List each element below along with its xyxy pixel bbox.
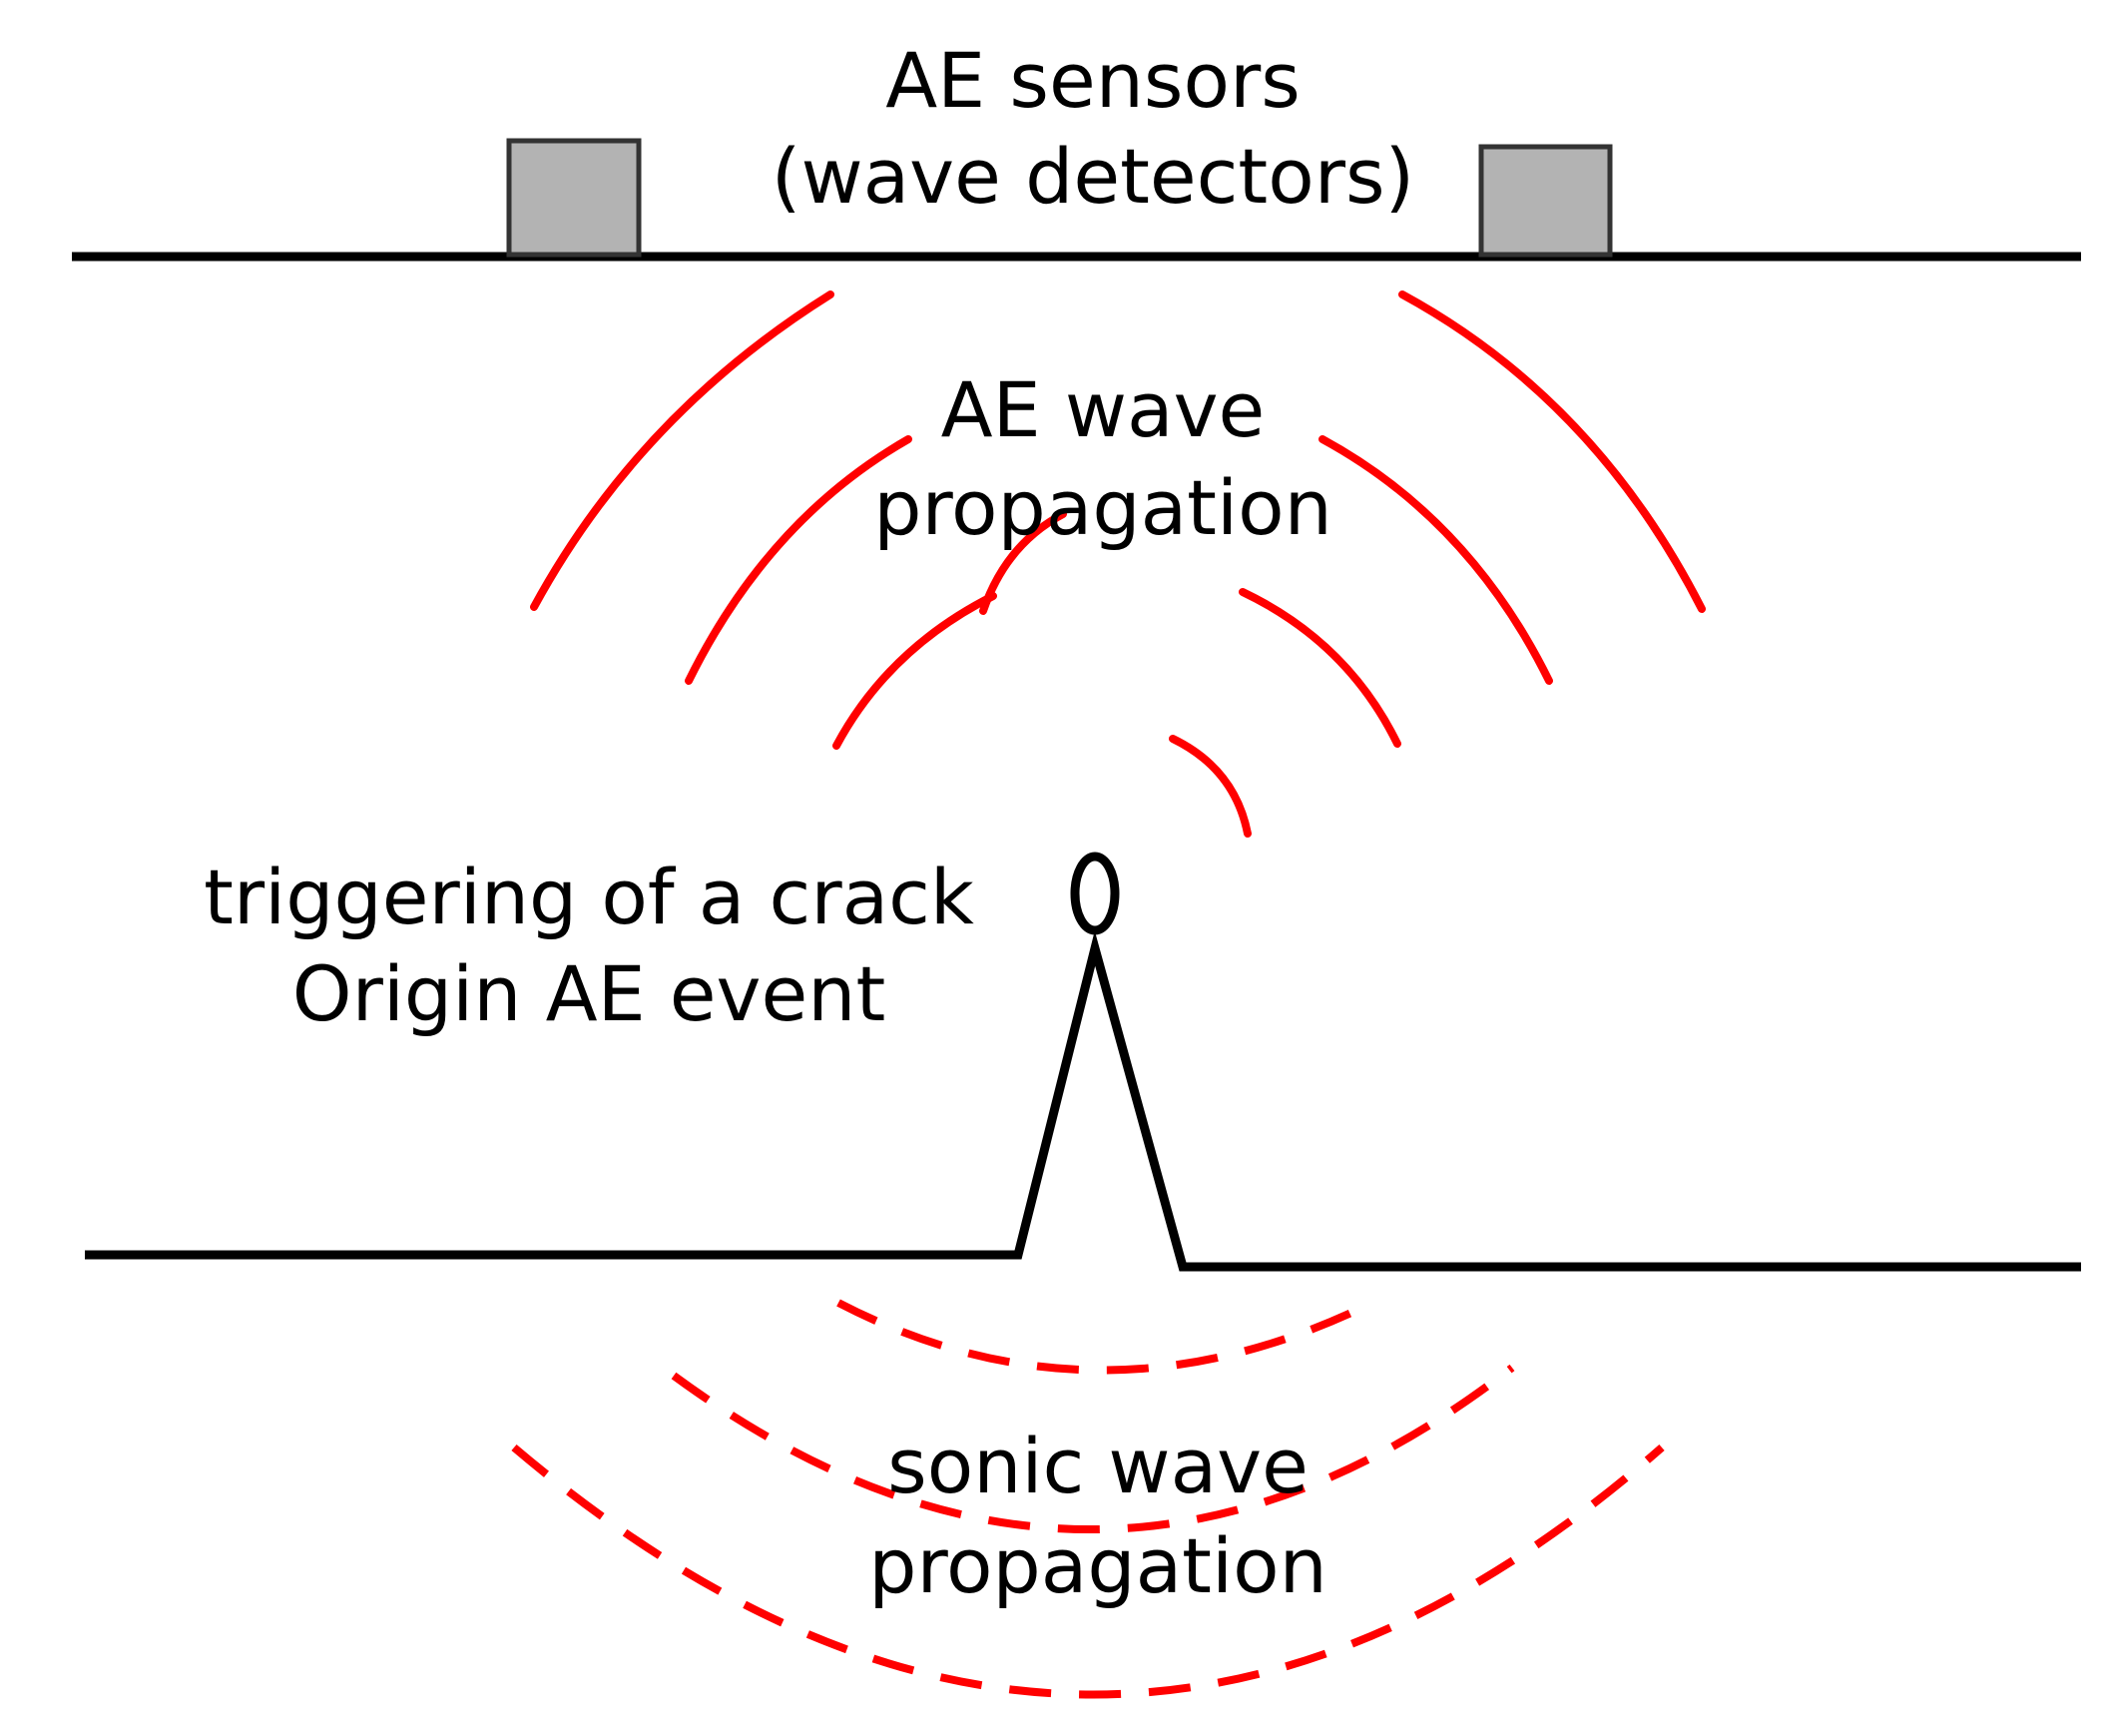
sonic-wave-arc-1 [836, 1299, 1374, 1375]
ae-wave-arc-4-left [530, 290, 834, 611]
crack-label-line1: triggering of a crack [204, 853, 974, 941]
sonic-wave-label-line1: sonic wave [887, 1422, 1309, 1510]
sonic-wave-arc-2 [671, 1364, 1515, 1533]
sensors-label-line1: AE sensors [885, 36, 1301, 125]
ae-wave-arc-2-right [1239, 588, 1401, 748]
ae-wave-arc-1-right [1169, 735, 1252, 838]
ae-wave-arc-3-left [685, 435, 912, 685]
sensor-right [1478, 144, 1613, 258]
sonic-wave-arcs [511, 1299, 1665, 1699]
ae-wave-arc-4-right [1398, 290, 1706, 613]
ae-wave-label-line1: AE wave [941, 365, 1266, 454]
bottom-surface-with-crack [85, 930, 2081, 1272]
crack-origin-icon [1070, 852, 1120, 935]
crack-label-line2: Origin AE event [292, 949, 886, 1038]
sensors-label-line2: (wave detectors) [772, 132, 1414, 221]
ae-wave-label-line2: propagation [873, 463, 1332, 552]
ae-wave-arc-2-left [832, 592, 997, 750]
ae-wave-arc-3-right [1318, 435, 1553, 685]
ae-wave-arcs [530, 290, 1706, 838]
sonic-wave-label-line2: propagation [868, 1521, 1327, 1610]
sensor-left [506, 138, 642, 258]
sonic-wave-arc-3 [511, 1444, 1665, 1699]
